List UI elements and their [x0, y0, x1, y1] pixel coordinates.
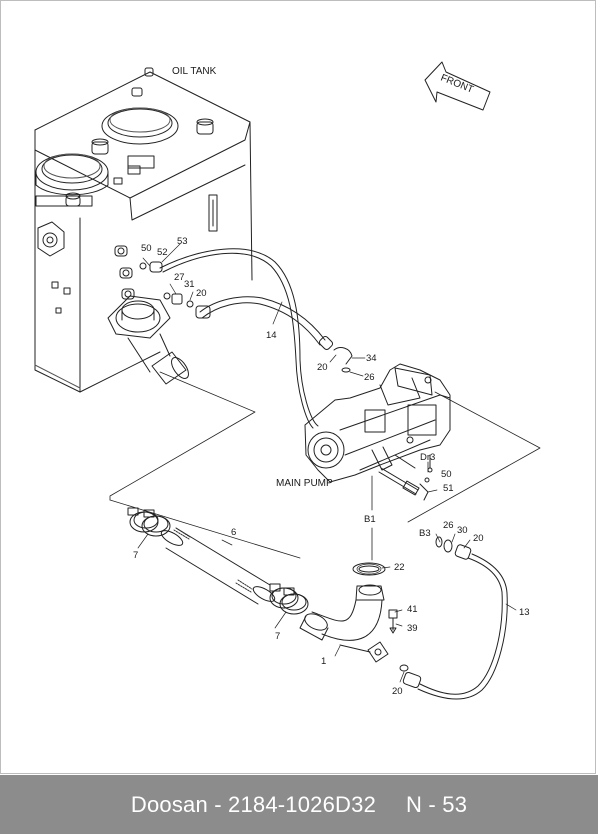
callout-53: 53 [177, 236, 188, 247]
callout-26: 26 [364, 372, 375, 383]
callout-22: 22 [394, 562, 405, 573]
callout-1: 1 [321, 656, 326, 667]
main-pump-title: MAIN PUMP [276, 478, 333, 489]
hydraulic-pump-piping-diagram: OIL TANK MAIN PUMP FRONT 50 52 53 27 31 … [34, 61, 541, 700]
callout-6: 6 [231, 527, 236, 538]
callout-41: 41 [407, 604, 418, 615]
footer-bar: Doosan - 2184-1026D32 N - 53 [0, 775, 598, 834]
part-number: Doosan - 2184-1026D32 [130, 791, 377, 817]
callout-30: 30 [457, 525, 468, 536]
callout-b1: B1 [364, 514, 376, 525]
callout-50: 50 [441, 469, 452, 480]
callout-7: 7 [275, 631, 280, 642]
diagram-frame [0, 0, 596, 774]
callout-leaders [137, 243, 517, 683]
diagram-labels: OIL TANK MAIN PUMP FRONT 50 52 53 27 31 … [133, 66, 530, 697]
callout-39: 39 [407, 623, 418, 634]
detail-outlines [109, 371, 541, 561]
front-arrow-icon [424, 61, 491, 111]
callout-20: 20 [317, 362, 328, 373]
callout-27: 27 [174, 272, 185, 283]
callout-20: 20 [473, 533, 484, 544]
suction-hose [160, 527, 276, 605]
callout-26: 26 [443, 520, 454, 531]
oil-tank-title: OIL TANK [172, 66, 217, 77]
callout-52: 52 [157, 247, 168, 258]
callout-20: 20 [196, 288, 207, 299]
callout-7: 7 [133, 550, 138, 561]
callout-31: 31 [184, 279, 195, 290]
callout-20: 20 [392, 686, 403, 697]
page-number: N - 53 [406, 791, 468, 817]
callout-51: 51 [443, 483, 454, 494]
front-arrow-label: FRONT [439, 73, 475, 96]
suction-pipe [299, 562, 389, 663]
hose-lines [139, 248, 430, 501]
callout-34: 34 [366, 353, 377, 364]
oil-tank [34, 67, 253, 393]
callout-50: 50 [141, 243, 152, 254]
main-pump [304, 363, 451, 483]
callout-dr3: Dr3 [420, 452, 435, 463]
drain-pipe [388, 536, 508, 700]
hose-clamps [127, 507, 309, 615]
callout-13: 13 [519, 607, 530, 618]
callout-b3: B3 [419, 528, 431, 539]
callout-14: 14 [266, 330, 277, 341]
